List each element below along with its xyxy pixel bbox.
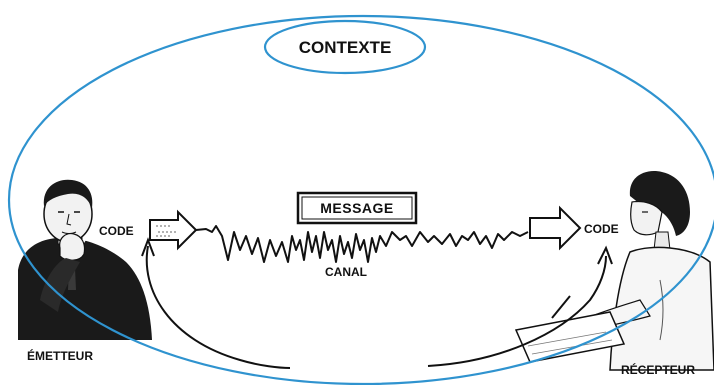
receiver-feedback-arrowhead <box>597 245 613 265</box>
receiver-label: RÉCEPTEUR <box>621 362 695 377</box>
sender-feedback-arc <box>145 245 291 369</box>
receiver-code-label: CODE <box>584 222 619 236</box>
sender-arrow <box>149 209 198 251</box>
sender-figure <box>18 179 152 340</box>
context-label-ellipse <box>263 19 427 75</box>
channel-signal-line <box>195 225 529 263</box>
sender-label: ÉMETTEUR <box>27 348 93 363</box>
message-box <box>296 191 418 225</box>
receiver-figure <box>514 171 714 371</box>
message-label: MESSAGE <box>320 200 394 216</box>
sender-code-label: CODE <box>99 224 134 238</box>
context-ellipse <box>8 14 714 385</box>
sender-feedback-arrowhead <box>141 237 155 257</box>
receiver-arrow <box>529 205 582 251</box>
context-label: CONTEXTE <box>299 38 392 57</box>
channel-label: CANAL <box>325 265 367 279</box>
receiver-feedback-arc <box>427 255 607 367</box>
